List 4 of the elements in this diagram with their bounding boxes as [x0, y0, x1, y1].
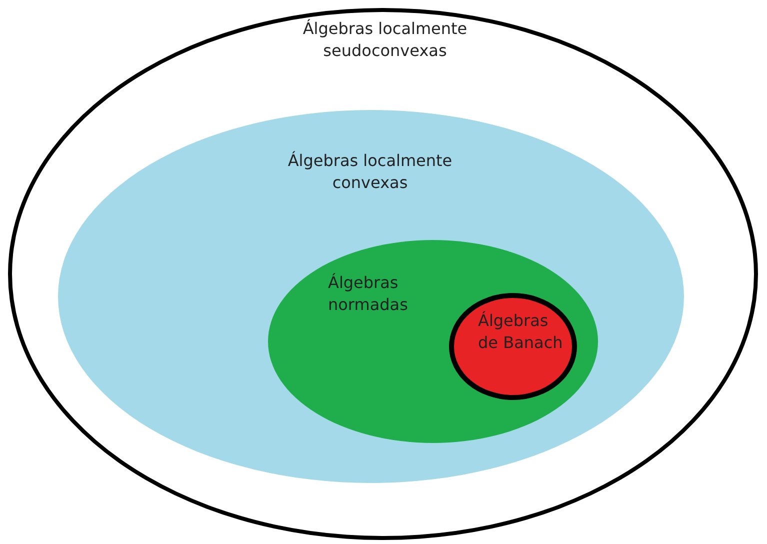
set-label: Álgebras localmente seudoconvexas: [302, 18, 468, 62]
set-label: Álgebras localmente convexas: [286, 150, 454, 194]
set-label: Álgebras de Banach: [478, 310, 564, 354]
set-label: Álgebras normadas: [328, 272, 409, 316]
